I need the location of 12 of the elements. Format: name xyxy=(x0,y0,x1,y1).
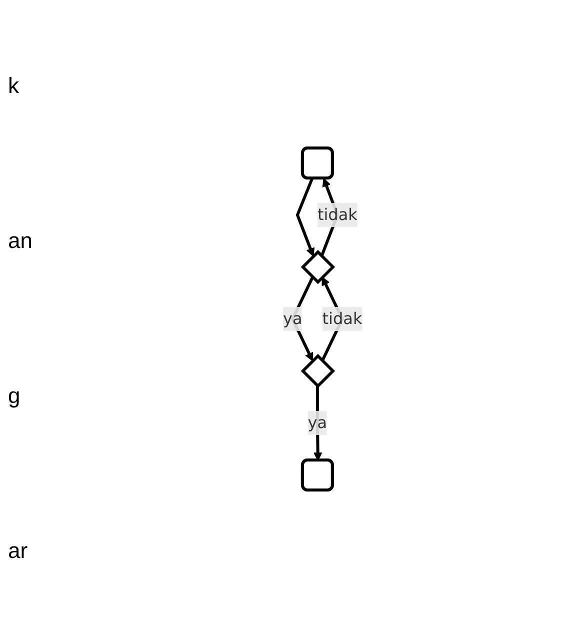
edge-label: ya xyxy=(308,412,328,432)
row-label: g xyxy=(8,383,22,410)
edge-label: tidak xyxy=(322,308,363,328)
row-label: an xyxy=(8,228,34,254)
node-diamond xyxy=(301,353,336,388)
row-label: ar xyxy=(8,538,29,564)
edge-label: tidak xyxy=(318,204,358,224)
arrow xyxy=(314,386,323,460)
arrow xyxy=(296,177,315,256)
node-diamond xyxy=(301,249,336,284)
edge-label: ya xyxy=(283,308,303,328)
row-label: k xyxy=(8,72,20,99)
